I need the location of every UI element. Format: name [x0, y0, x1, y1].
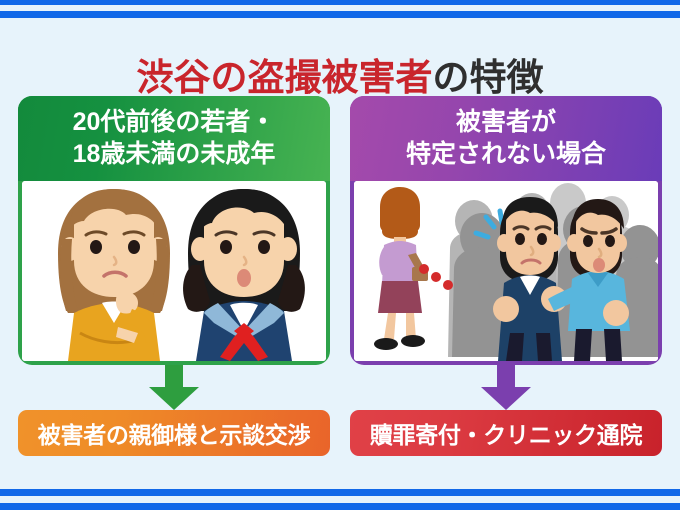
- column-unidentified-victims: 被害者が 特定されない場合: [350, 96, 662, 456]
- page-title-highlight: 渋谷の盗撮被害者: [136, 56, 433, 98]
- page-title: 渋谷の盗撮被害者の特徴: [0, 53, 680, 103]
- arrow-wrap-young-victims: [18, 365, 330, 410]
- arrow-wrap-unidentified-victims: [350, 365, 662, 410]
- red-dot-trail: [419, 264, 453, 290]
- woman-walking-away-figure: [374, 187, 428, 350]
- card-header-line-2: 18歳未満の未成年: [72, 140, 276, 168]
- top-rule-thin: [0, 0, 680, 5]
- illustration-frame-young-victims: [22, 181, 326, 361]
- girl-sailor-uniform-figure: [183, 189, 305, 361]
- down-arrow-icon: [149, 365, 199, 410]
- outcome-pill-young-victims[interactable]: 被害者の親御様と示談交渉: [18, 410, 330, 456]
- card-young-victims: 20代前後の若者・ 18歳未満の未成年: [18, 96, 330, 365]
- shock-mark-icon: [473, 208, 505, 240]
- girl-orange-sweater-figure: [58, 189, 170, 361]
- man-navy-suit-figure: [493, 197, 567, 361]
- illustration-frame-unidentified-victims: [354, 181, 658, 361]
- card-header-young-victims: 20代前後の若者・ 18歳未満の未成年: [18, 96, 330, 181]
- down-arrow-icon: [481, 365, 531, 410]
- outcome-pill-label: 被害者の親御様と示談交渉: [37, 422, 311, 448]
- card-header-line-1: 被害者が: [455, 108, 556, 136]
- bottom-rule-thin: [0, 503, 680, 510]
- column-young-victims: 20代前後の若者・ 18歳未満の未成年: [18, 96, 330, 456]
- crowd-arrest-illustration: [354, 181, 658, 361]
- outcome-pill-label: 贖罪寄付・クリニック通院: [369, 422, 643, 448]
- bottom-rule-thick: [0, 489, 680, 496]
- top-rule-thick: [0, 11, 680, 18]
- outcome-pill-unidentified-victims[interactable]: 贖罪寄付・クリニック通院: [350, 410, 662, 456]
- two-worried-young-women-illustration: [22, 181, 326, 361]
- card-header-line-2: 特定されない場合: [405, 140, 606, 168]
- card-header-unidentified-victims: 被害者が 特定されない場合: [350, 96, 662, 181]
- page-title-plain: の特徴: [432, 56, 544, 98]
- man-light-blue-shirt-figure: [548, 199, 630, 361]
- card-header-line-1: 20代前後の若者・: [72, 108, 276, 136]
- card-unidentified-victims: 被害者が 特定されない場合: [350, 96, 662, 365]
